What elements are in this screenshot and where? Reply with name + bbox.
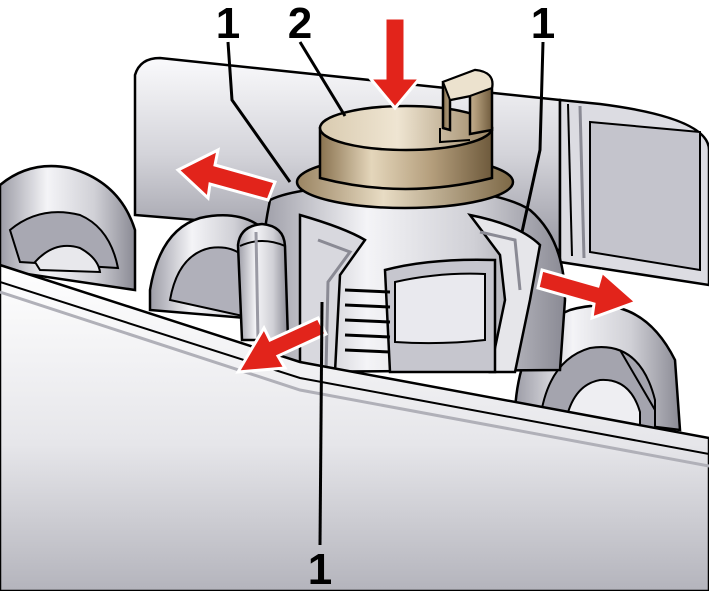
arrow-spread-right: [536, 268, 639, 321]
callout-clip-bottom: 1: [308, 545, 332, 591]
callout-mount-cap: 2: [288, 0, 312, 48]
left-lobe: [0, 164, 137, 292]
left-post: [236, 222, 290, 342]
leader-clip-right-top: [520, 41, 545, 233]
clip-ribs: [344, 288, 391, 354]
callout-clip-left-top: 1: [216, 0, 240, 48]
leader-clip-left-top: [226, 41, 292, 183]
arrow-spread-lower-left: [235, 316, 329, 374]
mount-cap: [295, 68, 515, 210]
clip-body: [258, 183, 567, 374]
leader-lines: [226, 41, 545, 546]
arrow-group: [175, 16, 639, 374]
leader-mount-cap: [298, 41, 347, 117]
arrow-press-down: [366, 16, 424, 111]
arrow-spread-upper-left: [175, 147, 277, 202]
leader-clip-bottom: [318, 301, 324, 546]
front-rail: [0, 263, 709, 591]
callout-clip-right-top: 1: [531, 0, 555, 48]
